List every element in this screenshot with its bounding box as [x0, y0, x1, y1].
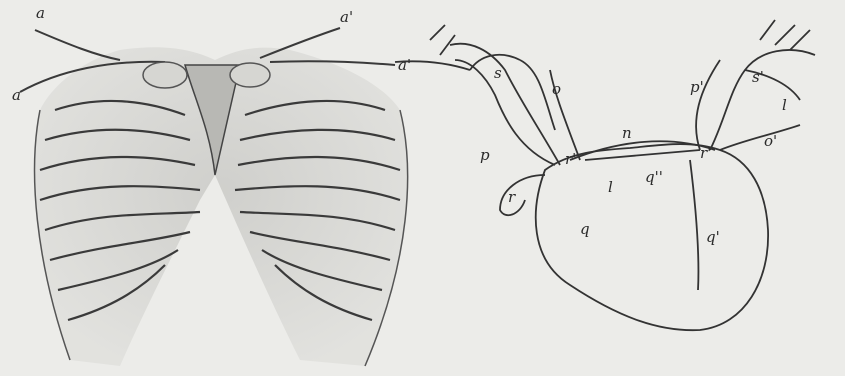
label-a-mid-right: a' — [398, 58, 411, 73]
label-l-right: l — [782, 98, 787, 113]
label-n: n — [622, 126, 632, 141]
label-a-top-left: a — [36, 6, 45, 21]
label-o-prime: o' — [764, 134, 777, 149]
label-l-center: l — [608, 180, 613, 195]
label-q-prime: q' — [706, 230, 720, 245]
label-r-left: r — [508, 190, 515, 205]
label-r-center-right: r' — [700, 146, 711, 161]
label-a-top-right: a' — [340, 10, 353, 25]
label-s-left: s — [494, 66, 502, 81]
label-p-left: p — [480, 148, 490, 163]
label-q: q — [580, 222, 590, 237]
label-s-prime: s' — [752, 70, 764, 85]
label-q-double-prime: q'' — [645, 170, 663, 185]
label-r-center-left: r' — [565, 152, 576, 167]
label-o-left: o — [552, 82, 561, 97]
label-p-prime: p' — [690, 80, 704, 95]
label-a-mid-left: a — [12, 88, 21, 103]
